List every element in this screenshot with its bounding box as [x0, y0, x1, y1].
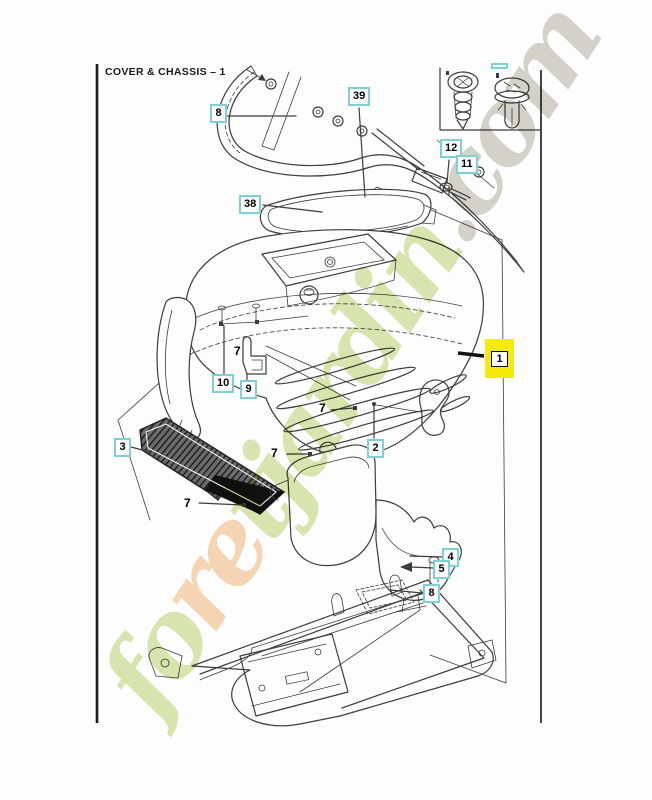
duct-drawing — [270, 441, 462, 613]
inset-fastener-box — [439, 67, 542, 131]
frame-plate-bracket — [239, 633, 349, 717]
page-title: COVER & CHASSIS – 1 — [105, 66, 226, 78]
part-label-inset-partial[interactable] — [491, 63, 508, 69]
side-trim-drawing — [156, 296, 202, 445]
part-label-7-d: 7 — [184, 496, 191, 510]
frame-corner-bracket — [467, 639, 497, 669]
frame-small-part — [148, 647, 183, 679]
cover-top-opening — [261, 233, 397, 307]
screws-dimension-drawing — [218, 303, 309, 326]
part-label-box: 1 — [491, 350, 508, 367]
part-label-38[interactable]: 38 — [239, 195, 262, 214]
mesh-grille-drawing — [139, 417, 286, 515]
handlebar-drawing — [216, 65, 525, 273]
part-label-39[interactable]: 39 — [348, 87, 371, 106]
part-label-9[interactable]: 9 — [240, 380, 257, 399]
part-label-11[interactable]: 11 — [456, 155, 478, 174]
inset-rivet-drawing — [494, 77, 530, 129]
part-label-8-handlebar[interactable]: 8 — [210, 104, 227, 123]
page-border-lines — [95, 64, 542, 723]
part-label-8-plate[interactable]: 8 — [423, 584, 440, 603]
bracket-2-drawing — [372, 379, 450, 436]
leader-lines — [130, 73, 499, 594]
part-label-7-b: 7 — [319, 401, 326, 415]
part-label-7-c: 7 — [271, 446, 278, 460]
bracket-9-drawing — [242, 336, 357, 401]
part-label-1[interactable]: 1 — [485, 339, 514, 378]
part-label-12[interactable]: 12 — [440, 139, 463, 158]
chassis-frame-drawing — [148, 556, 497, 727]
cover-cap — [299, 285, 319, 305]
inset-screw-drawing — [447, 71, 479, 130]
part-label-3[interactable]: 3 — [114, 438, 131, 457]
linkage-drawing — [371, 128, 471, 201]
part-label-7-a: 7 — [234, 344, 241, 358]
part-label-2[interactable]: 2 — [367, 439, 384, 458]
part-label-5[interactable]: 5 — [433, 560, 450, 579]
part-label-10[interactable]: 10 — [212, 374, 235, 393]
